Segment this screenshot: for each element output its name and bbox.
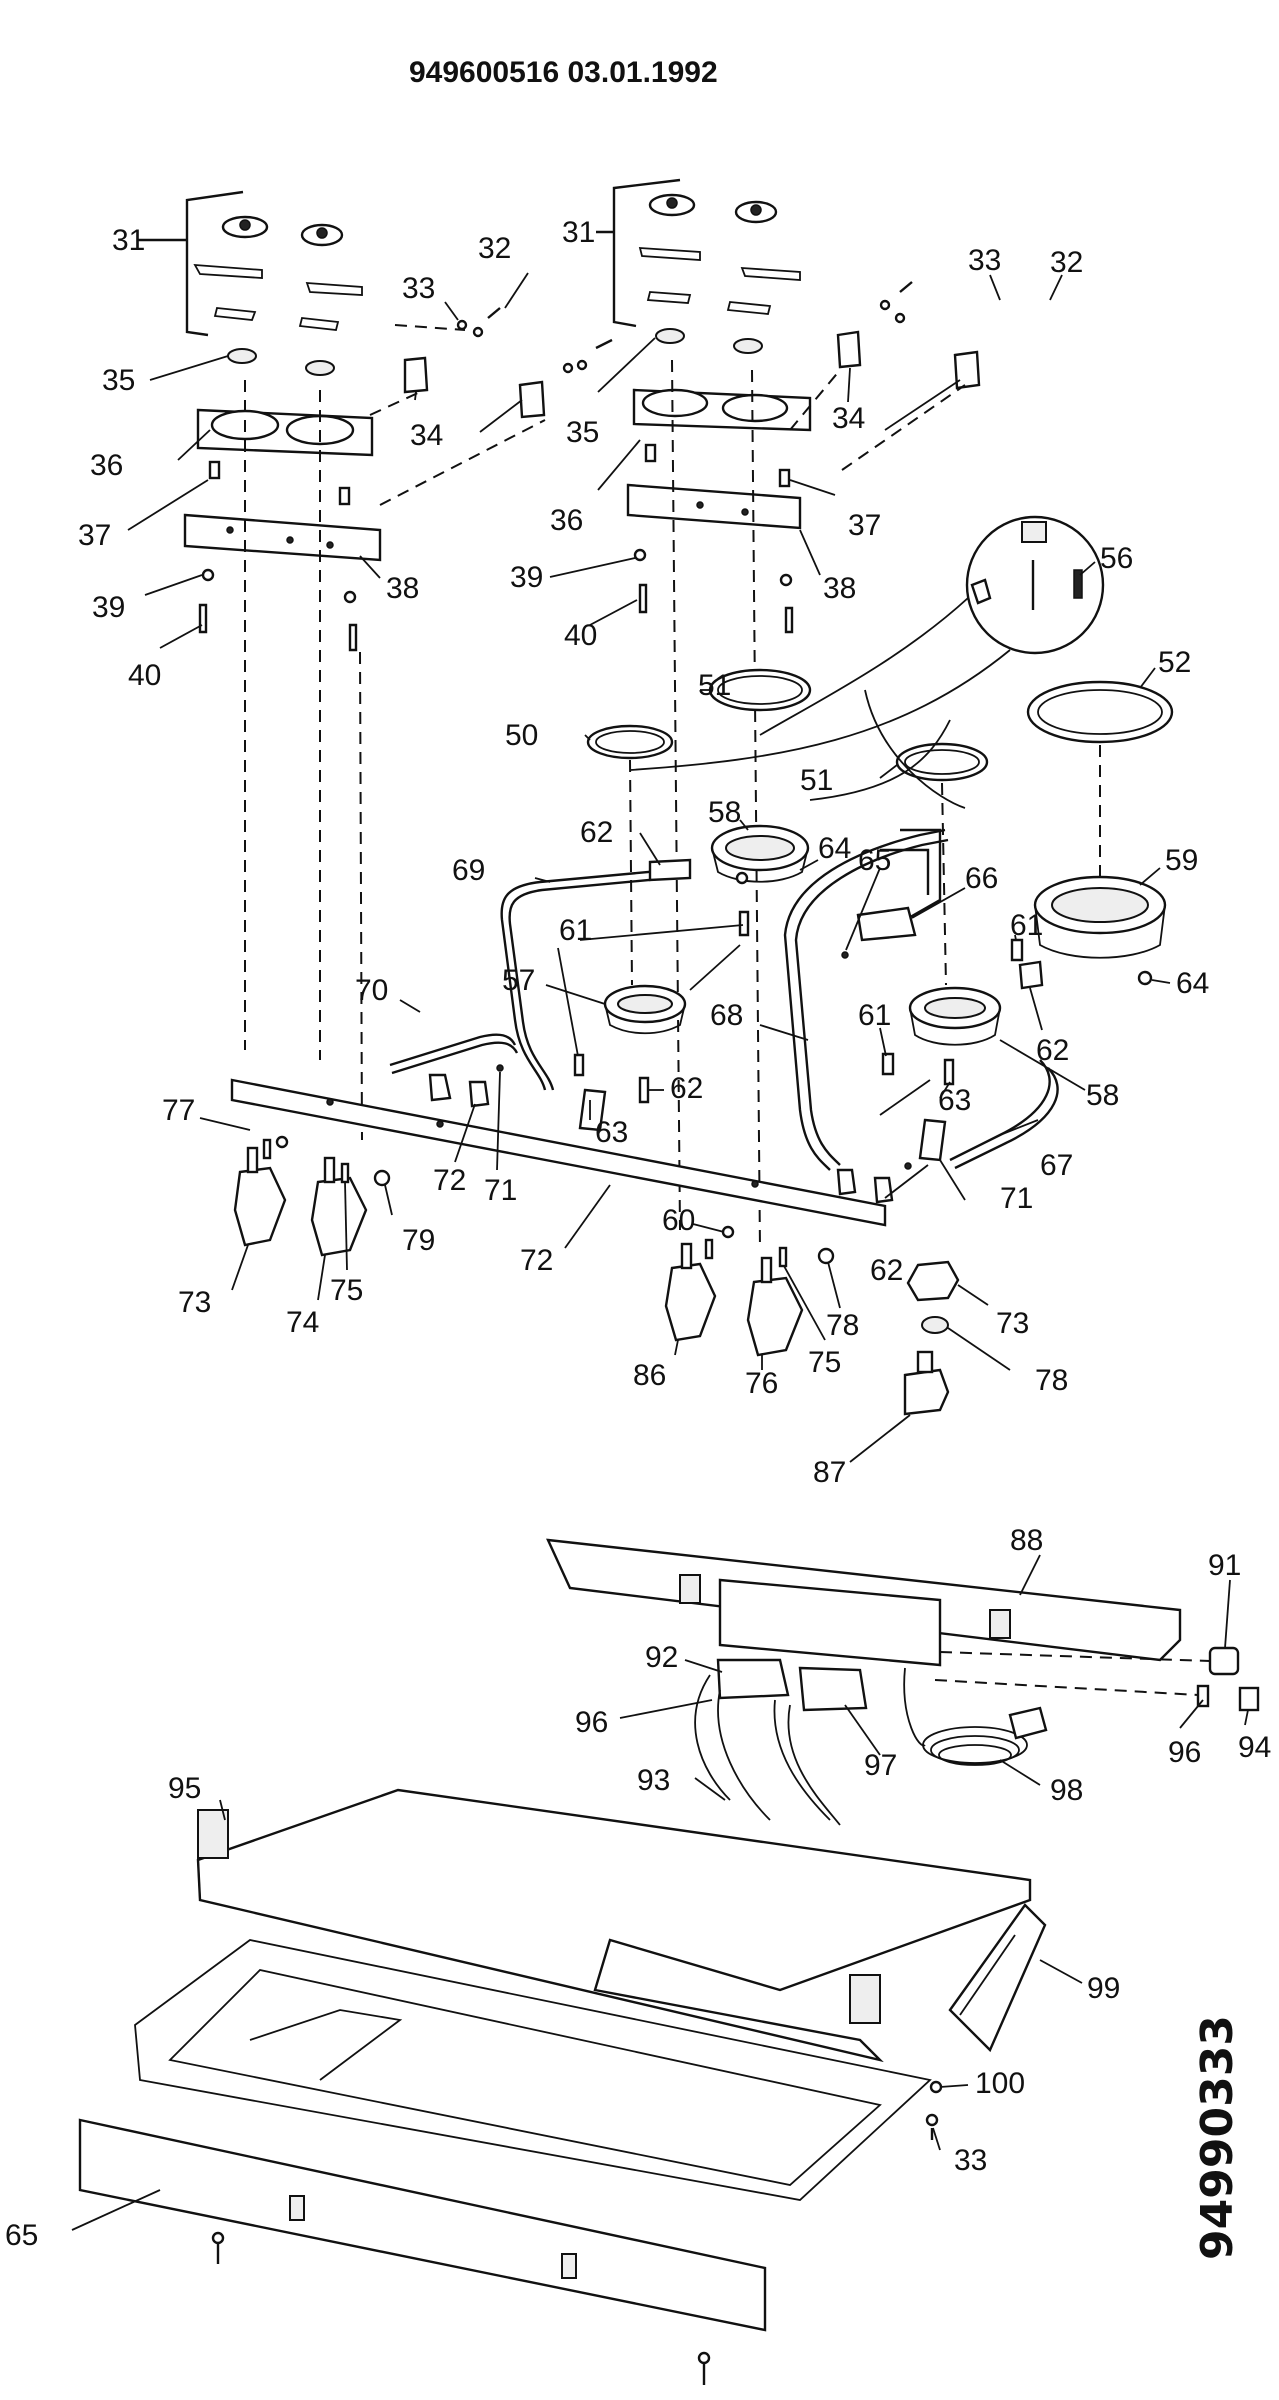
part-label: 74 (286, 1306, 319, 1339)
part-label: 35 (566, 416, 599, 449)
part-label: 36 (550, 504, 583, 537)
left-cap-stack (138, 190, 546, 1141)
part-label: 58 (1086, 1079, 1119, 1112)
part-label: 88 (1010, 1524, 1043, 1557)
part-label: 73 (996, 1307, 1029, 1340)
part-label: 33 (402, 272, 435, 305)
part-label: 62 (580, 816, 613, 849)
gas-taps (233, 1135, 960, 1416)
part-label: 61 (1010, 909, 1043, 942)
part-label: 65 (5, 2219, 38, 2252)
part-label: 50 (505, 719, 538, 752)
part-label: 62 (1036, 1034, 1069, 1067)
part-label: 91 (1208, 1549, 1241, 1582)
part-label: 78 (1035, 1364, 1068, 1397)
part-label: 65 (858, 844, 891, 877)
part-label: 52 (1158, 646, 1191, 679)
part-label: 63 (938, 1084, 971, 1117)
part-label: 64 (818, 832, 851, 865)
part-label: 51 (698, 669, 731, 702)
part-label: 100 (975, 2067, 1025, 2100)
part-label: 77 (162, 1094, 195, 1127)
part-label: 75 (808, 1346, 841, 1379)
part-label: 33 (954, 2144, 987, 2177)
part-label: 72 (433, 1164, 466, 1197)
part-label: 51 (800, 764, 833, 797)
part-label: 66 (965, 862, 998, 895)
part-label: 94 (1238, 1731, 1271, 1764)
part-label: 37 (848, 509, 881, 542)
part-label: 37 (78, 519, 111, 552)
part-label: 61 (559, 914, 592, 947)
part-label: 39 (510, 561, 543, 594)
part-label: 34 (832, 402, 865, 435)
gas-rail (230, 1078, 887, 1227)
part-label: 96 (1168, 1736, 1201, 1769)
part-label: 86 (633, 1359, 666, 1392)
part-label: 87 (813, 1456, 846, 1489)
part-label: 35 (102, 364, 135, 397)
part-label: 62 (670, 1072, 703, 1105)
doc-code: 949600516 03.01.1992 (409, 56, 718, 89)
gas-pipes (389, 828, 1153, 1204)
part-label: 93 (637, 1764, 670, 1797)
part-label: 40 (564, 619, 597, 652)
side-code: 94990333 (1192, 2015, 1243, 2260)
part-label: 58 (708, 796, 741, 829)
part-label: 33 (968, 244, 1001, 277)
part-label: 60 (662, 1204, 695, 1237)
part-label: 75 (330, 1274, 363, 1307)
base-tray (78, 1788, 1047, 2385)
centre-cap-stack (562, 178, 981, 1251)
part-label: 61 (858, 999, 891, 1032)
burner-rings (586, 515, 1174, 1046)
part-label: 73 (178, 1286, 211, 1319)
part-label: 32 (1050, 246, 1083, 279)
part-label: 40 (128, 659, 161, 692)
part-label: 56 (1100, 542, 1133, 575)
leader-lines (71, 272, 1249, 2231)
part-label: 32 (478, 232, 511, 265)
part-label: 59 (1165, 844, 1198, 877)
part-label: 97 (864, 1749, 897, 1782)
part-label: 31 (112, 224, 145, 257)
part-label: 68 (710, 999, 743, 1032)
part-label: 67 (1040, 1149, 1073, 1182)
part-label: 31 (562, 216, 595, 249)
part-label: 71 (484, 1174, 517, 1207)
part-label: 38 (823, 572, 856, 605)
part-label: 72 (520, 1244, 553, 1277)
part-label: 99 (1087, 1972, 1120, 2005)
part-label: 71 (1000, 1182, 1033, 1215)
part-label: 57 (502, 964, 535, 997)
part-label: 76 (745, 1367, 778, 1400)
part-label: 95 (168, 1772, 201, 1805)
part-label: 38 (386, 572, 419, 605)
part-label: 69 (452, 854, 485, 887)
part-label: 64 (1176, 967, 1209, 1000)
part-label: 78 (826, 1309, 859, 1342)
part-labels: 31 32 33 35 36 34 37 38 39 40 31 33 32 35 34 36 37 38 39 40… (5, 216, 1271, 2252)
part-label: 92 (645, 1641, 678, 1674)
part-label: 98 (1050, 1774, 1083, 1807)
part-label: 39 (92, 591, 125, 624)
electrical-group (546, 1538, 1260, 1826)
part-label: 70 (355, 974, 388, 1007)
part-label: 96 (575, 1706, 608, 1739)
part-label: 79 (402, 1224, 435, 1257)
part-label: 36 (90, 449, 123, 482)
part-label: 62 (870, 1254, 903, 1287)
part-label: 63 (595, 1116, 628, 1149)
part-label: 34 (410, 419, 443, 452)
